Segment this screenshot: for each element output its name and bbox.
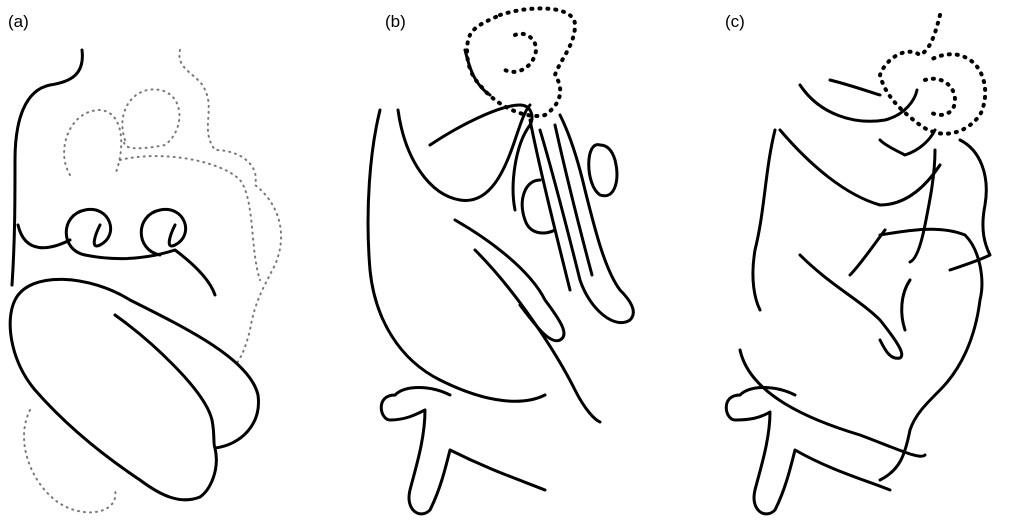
figure-c-inner-thigh <box>800 255 902 358</box>
figure-b-lower-leg <box>395 388 450 396</box>
panel-b-drawing <box>330 0 680 525</box>
figure-c-brow <box>800 85 917 121</box>
panel-a-drawing <box>0 0 330 525</box>
figure-c-arm <box>910 150 935 262</box>
figure-c-back <box>753 130 775 310</box>
panel-c-drawing <box>680 0 1030 525</box>
figure-a-neck <box>18 225 70 248</box>
panel-a: (a) <box>0 0 330 525</box>
figure-b-shoulder <box>398 105 530 200</box>
figure-c-neck <box>880 130 935 155</box>
dotted-hair-c <box>925 79 955 115</box>
figure-c-brow-inner <box>830 80 880 95</box>
panel-c: (c) <box>680 0 1030 525</box>
figure-a-knee-line <box>115 315 215 448</box>
figure-c-hair <box>950 140 990 270</box>
figure-b-inner-arm <box>455 220 564 341</box>
dotted-contour-left <box>64 110 121 175</box>
figure-b-strand-3 <box>530 120 570 290</box>
figure-c-back-arm <box>850 230 885 275</box>
figure-a-scroll-right <box>141 209 185 255</box>
figure-c-knee <box>902 280 910 330</box>
figure-b-diagonal <box>475 250 600 422</box>
dotted-hair-b <box>505 34 536 72</box>
dotted-head-b <box>467 8 575 116</box>
figure-a-limb <box>10 279 258 499</box>
figure-c-torso-curve <box>880 229 982 480</box>
figure-b-ear <box>589 145 617 196</box>
panel-b: (b) <box>330 0 680 525</box>
figure-b-thigh <box>381 395 545 514</box>
dotted-contour-head <box>122 89 179 148</box>
figure-c-shoulder <box>780 130 940 205</box>
figure-b-back <box>465 50 490 95</box>
figure-c-leg <box>726 395 890 514</box>
dotted-contour-upper <box>179 50 281 365</box>
figure-a-scroll-left <box>66 209 110 255</box>
